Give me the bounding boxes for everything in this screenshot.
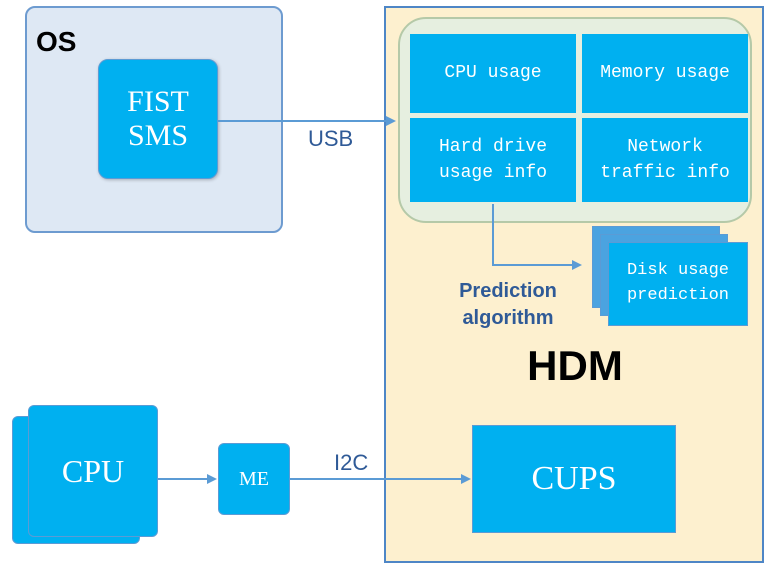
cpu-block: CPU xyxy=(28,405,158,537)
hdm-label: HDM xyxy=(527,342,623,389)
cpu-usage-block: CPU usage xyxy=(410,34,576,113)
cups-block: CUPS xyxy=(472,425,676,533)
network-traffic-block: Network traffic info xyxy=(582,118,748,202)
fist-sms-block: FIST SMS xyxy=(98,59,218,179)
prediction-arrow xyxy=(492,204,582,270)
usb-link-label: USB xyxy=(308,126,354,151)
fist-sms-line-1: FIST xyxy=(127,84,189,118)
prediction-label-line-1: Prediction xyxy=(459,280,557,302)
os-label: OS xyxy=(36,26,77,57)
prediction-algorithm-label: Prediction algorithm xyxy=(438,278,578,332)
disk-usage-prediction-block: Disk usage prediction xyxy=(608,242,748,326)
i2c-link-label: I2C xyxy=(334,450,369,475)
me-block: ME xyxy=(218,443,290,515)
hard-drive-usage-block: Hard drive usage info xyxy=(410,118,576,202)
fist-sms-line-2: SMS xyxy=(127,119,189,152)
memory-usage-block: Memory usage xyxy=(582,34,748,113)
prediction-label-line-2: algorithm xyxy=(462,307,554,329)
